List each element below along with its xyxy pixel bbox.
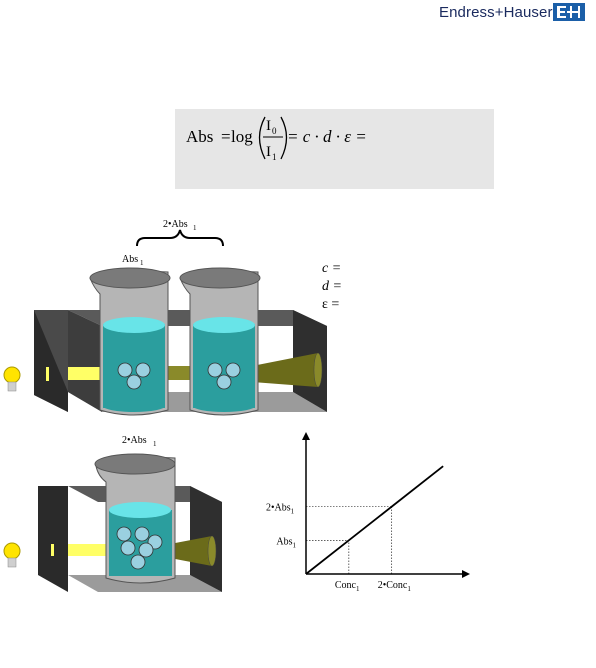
light-beam-2 [68,544,108,556]
left-paren [258,116,266,160]
formula-eq: = [221,127,231,146]
box-inner-left [68,310,102,412]
y-tick-label: Abs1 [276,536,296,549]
x-tick-label: 2•Conc1 [378,580,412,593]
x-axis-arrow [462,570,470,578]
beaker-label: Abs [122,254,138,265]
formula-log: log [231,127,253,146]
x-tick-label: Conc1 [335,580,360,593]
absorbance-chart: Conc1 2•Conc1 Abs1 2•Abs1 [266,432,470,593]
box2-floor [68,575,222,592]
formula-rhs: = c · d · ε = [287,127,367,146]
brand-logo-icon [553,3,585,21]
y-tick-label: 2•Abs1 [266,503,295,516]
brand-name: Endress+Hauser [439,4,553,21]
light-bulb-icon [3,366,21,392]
legend-c: c = [322,261,341,276]
light-bulb-icon-2 [3,542,21,568]
formula-den-sub: 1 [272,152,277,162]
box2-left-wall [38,486,68,592]
y-axis-arrow [302,432,310,440]
bottom-beaker-label: 2•Abs [122,435,147,446]
top-scene: 2•Abs 1 Abs 1 [3,219,327,416]
formula-den-base: I [266,144,271,160]
formula-num-sub: 0 [272,126,277,136]
formula-num-base: I [266,118,271,134]
brace-label-sub: 1 [193,224,197,232]
slit-icon [46,367,49,381]
beaker-label-sub: 1 [140,259,144,267]
molecule-icon-group-2 [207,362,241,390]
bottom-scene: 2•Abs 1 [3,435,222,592]
legend-d: d = [322,279,342,294]
detector-cone-2 [170,536,212,566]
beaker-3 [94,453,176,584]
formula: Abs = log I 0 I 1 = c · d · ε = [186,116,367,162]
legend: c = d = ε = [322,261,342,312]
formula-abs: Abs [186,127,213,146]
beaker-2 [179,267,261,416]
legend-epsilon: ε = [322,297,339,312]
detector-cone [252,353,318,387]
molecule-icon-group-1 [117,362,151,390]
light-beam [68,367,100,380]
slit2-icon [51,544,54,556]
beaker-1 [89,267,171,416]
series-line [305,465,444,575]
molecule-icon-group-3 [116,526,163,570]
brace-label: 2•Abs [163,219,188,230]
right-paren [280,116,288,160]
brace [136,229,224,247]
bottom-beaker-label-sub: 1 [153,440,157,448]
box-front-left [34,310,68,412]
formula-panel [175,109,494,189]
